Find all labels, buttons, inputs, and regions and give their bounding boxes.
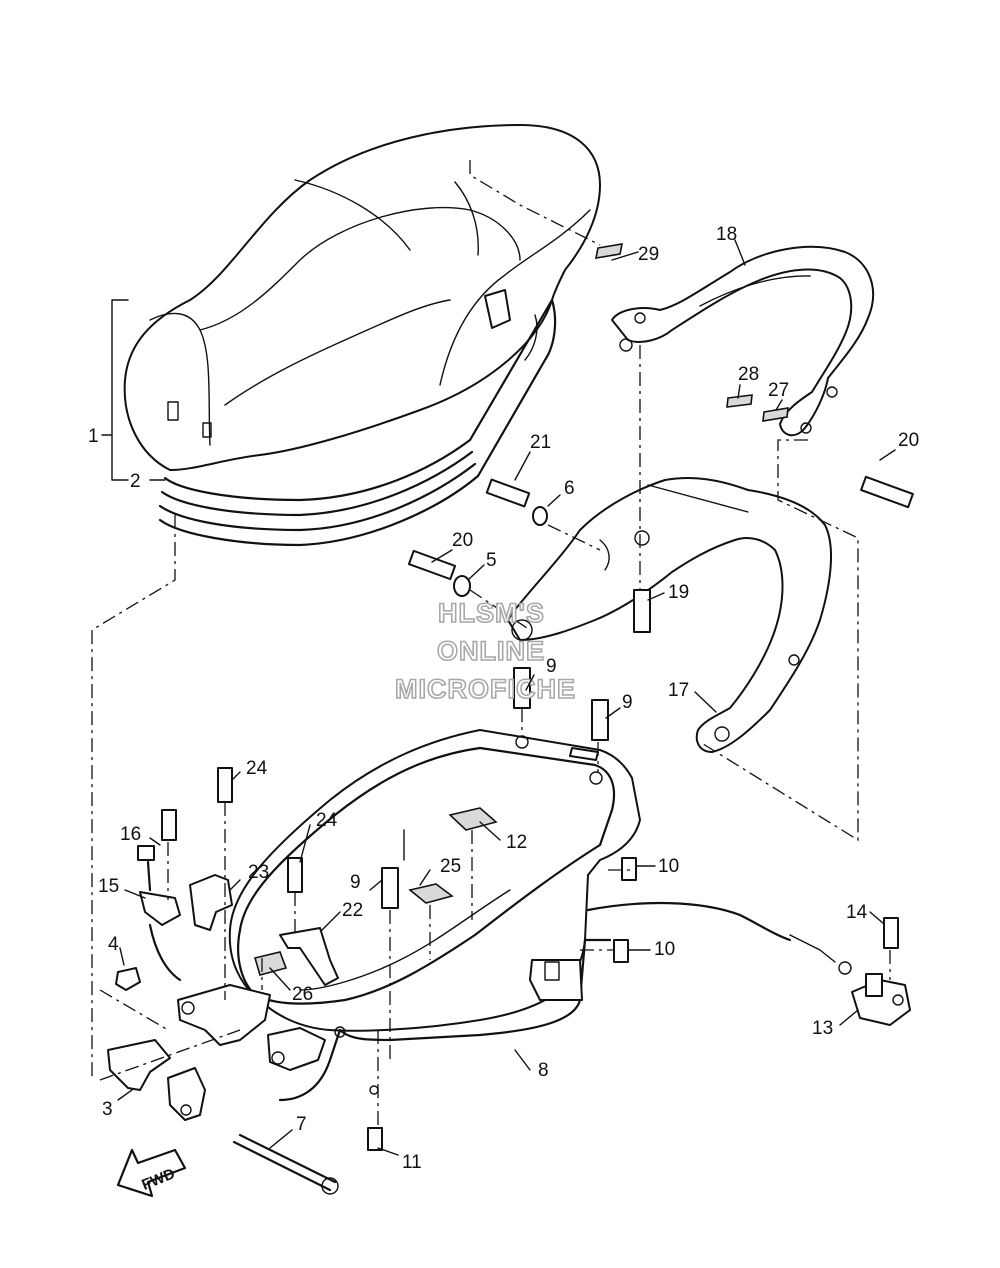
callout-15: 15 xyxy=(98,876,119,897)
callout-20b: 20 xyxy=(452,530,473,551)
callouts: 1 2 3 4 5 6 7 8 9 9 9 10 10 11 12 13 14 … xyxy=(88,224,919,1173)
fwd-label: FWD xyxy=(139,1165,177,1194)
clip-11 xyxy=(367,1127,383,1151)
callout-26: 26 xyxy=(292,984,313,1005)
callout-8: 8 xyxy=(538,1060,549,1081)
callout-5: 5 xyxy=(486,550,497,571)
grab-bar-18 xyxy=(611,245,875,437)
label-26-part xyxy=(253,951,288,976)
bolt-9c xyxy=(591,699,609,741)
bolt-20a xyxy=(860,475,914,509)
bracket-22 xyxy=(279,927,339,986)
watermark-line-3: MICROFICHE xyxy=(395,674,576,704)
hinge-3b xyxy=(167,1067,206,1121)
seat-lock-13 xyxy=(851,973,911,1026)
callout-9a: 9 xyxy=(350,872,361,893)
watermark-line-2: ONLINE xyxy=(437,636,545,666)
callout-20a: 20 xyxy=(898,430,919,451)
callout-2: 2 xyxy=(130,471,141,492)
label-12-part xyxy=(448,807,498,831)
callout-13: 13 xyxy=(812,1018,833,1039)
callout-19: 19 xyxy=(668,582,689,603)
bolt-24a xyxy=(217,767,233,803)
callout-4: 4 xyxy=(108,934,119,955)
bolt-19 xyxy=(633,589,651,633)
callout-7: 7 xyxy=(296,1114,307,1135)
clip-10a xyxy=(621,857,637,881)
carrier-17 xyxy=(507,477,833,753)
callout-11: 11 xyxy=(402,1152,422,1173)
screw-14 xyxy=(883,917,899,949)
callout-24a: 24 xyxy=(246,758,268,779)
callout-6: 6 xyxy=(564,478,575,499)
screw-16 xyxy=(161,809,177,841)
washer-5 xyxy=(453,575,471,597)
callout-23: 23 xyxy=(248,862,269,883)
bolt-9a xyxy=(381,867,399,909)
callout-28: 28 xyxy=(738,364,759,385)
washer-6 xyxy=(532,506,548,526)
callout-24b: 24 xyxy=(316,810,338,831)
callout-18: 18 xyxy=(716,224,737,245)
callout-10a: 10 xyxy=(658,856,679,877)
clip-10b xyxy=(613,939,629,963)
hinge-3 xyxy=(107,1039,171,1091)
callout-1: 1 xyxy=(88,426,99,447)
bolt-20b xyxy=(407,549,457,581)
callout-17: 17 xyxy=(668,680,689,701)
storage-box-8 xyxy=(177,729,641,1102)
label-29-part xyxy=(594,243,624,259)
seat-lock-cable xyxy=(586,901,792,942)
leader-lines xyxy=(101,239,896,1156)
hinge-pin-7 xyxy=(238,1133,337,1184)
fwd-arrow: FWD xyxy=(116,1148,187,1198)
bolt-24b xyxy=(287,857,303,893)
callout-27: 27 xyxy=(768,380,789,401)
callout-9c: 9 xyxy=(622,692,633,713)
bracket-23 xyxy=(189,874,233,931)
callout-25: 25 xyxy=(440,856,461,877)
callout-21: 21 xyxy=(530,432,551,453)
label-27-part xyxy=(762,407,789,422)
callout-22: 22 xyxy=(342,900,363,921)
label-28-part xyxy=(726,394,753,408)
callout-3: 3 xyxy=(102,1099,113,1120)
callout-16: 16 xyxy=(120,824,141,845)
callout-12: 12 xyxy=(506,832,527,853)
damper-4 xyxy=(115,967,141,991)
callout-29: 29 xyxy=(638,244,659,265)
label-25-part xyxy=(408,883,454,904)
callout-14: 14 xyxy=(846,902,868,923)
callout-10b: 10 xyxy=(654,939,675,960)
callout-9b: 9 xyxy=(546,656,557,677)
watermark-line-1: HLSM'S xyxy=(438,598,545,628)
lock-rod-15 xyxy=(137,845,182,982)
watermark: HLSM'S ONLINE MICROFICHE xyxy=(394,597,576,705)
seat-assembly xyxy=(123,124,601,547)
bolt-21 xyxy=(485,478,531,508)
